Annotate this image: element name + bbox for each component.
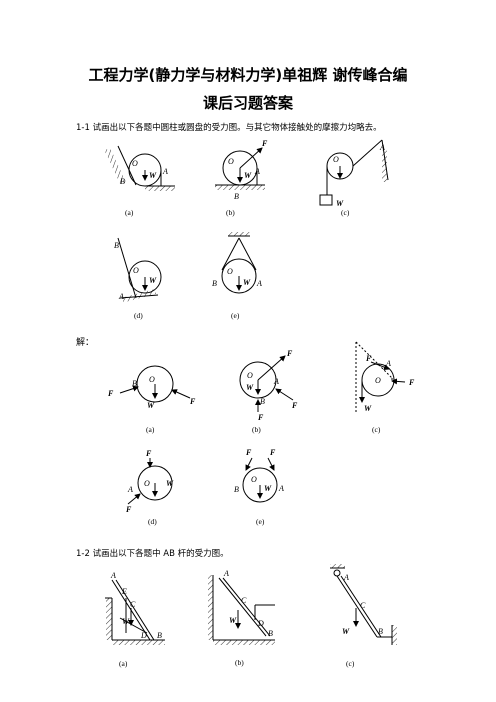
label-W: W bbox=[243, 278, 251, 287]
caption-e: (e) bbox=[231, 311, 240, 320]
label-W: W bbox=[342, 627, 350, 636]
label-W: W bbox=[149, 276, 157, 285]
label-FA: F bbox=[125, 505, 132, 514]
caption-sol-c: (c) bbox=[372, 425, 381, 434]
problem-1-1-d-figure bbox=[117, 237, 162, 303]
label-A: A bbox=[256, 279, 262, 288]
label-A: A bbox=[343, 573, 349, 582]
label-FB: F bbox=[107, 389, 114, 398]
problem-1-2-a-figure bbox=[105, 579, 165, 645]
caption-sol-b: (b) bbox=[252, 425, 261, 434]
label-C: C bbox=[130, 600, 136, 609]
label-O: O bbox=[144, 479, 150, 488]
label-O: O bbox=[375, 376, 381, 385]
label-O: O bbox=[228, 157, 234, 166]
label-C: C bbox=[360, 601, 366, 610]
problem-1-2-c-figure bbox=[330, 564, 397, 645]
label-B: B bbox=[114, 241, 119, 250]
problem-1-1-b-figure bbox=[215, 147, 265, 190]
label-B: B bbox=[268, 629, 273, 638]
label-A: A bbox=[273, 377, 279, 386]
label-W: W bbox=[264, 484, 272, 493]
caption-sol-a: (a) bbox=[146, 425, 155, 434]
label-W: W bbox=[364, 404, 372, 413]
label-F: F bbox=[365, 354, 372, 363]
problem-1-1-e-figure bbox=[221, 232, 257, 294]
caption-sol-e: (e) bbox=[256, 517, 265, 526]
caption-d: (d) bbox=[134, 311, 143, 320]
label-A: A bbox=[162, 167, 168, 176]
label-FA: F bbox=[408, 378, 415, 387]
problem-1-2-b-figure bbox=[208, 575, 275, 645]
document-subtitle: 课后习题答案 bbox=[202, 94, 293, 112]
label-A: A bbox=[110, 571, 116, 580]
label-O: O bbox=[247, 371, 253, 380]
label-F: F bbox=[261, 139, 268, 148]
label-FB: F bbox=[145, 449, 152, 458]
solution-c-figure bbox=[355, 341, 406, 412]
label-D: D bbox=[140, 631, 147, 640]
caption-1-2-a: (a) bbox=[119, 659, 128, 668]
label-FA: F bbox=[291, 401, 298, 410]
label-W: W bbox=[229, 616, 237, 625]
caption-sol-d: (d) bbox=[148, 517, 157, 526]
label-D: D bbox=[257, 619, 264, 628]
label-W: W bbox=[244, 171, 252, 180]
caption-1-2-c: (c) bbox=[346, 659, 355, 668]
solution-e-figure bbox=[242, 457, 278, 503]
label-A: A bbox=[385, 359, 391, 368]
label-FB: F bbox=[257, 413, 264, 422]
label-B: B bbox=[212, 279, 217, 288]
problem-1-2-text: 1-2 试画出以下各题中 AB 杆的受力图。 bbox=[76, 549, 229, 559]
problem-1-1-a-figure bbox=[104, 145, 175, 191]
label-B: B bbox=[157, 631, 162, 640]
label-O: O bbox=[333, 155, 339, 164]
label-B: B bbox=[234, 192, 239, 201]
label-E: E bbox=[121, 587, 127, 596]
label-F: F bbox=[286, 349, 293, 358]
document-title: 工程力学(静力学与材料力学)单祖辉 谢传峰合编 bbox=[88, 66, 408, 84]
label-B: B bbox=[120, 177, 125, 186]
label-O: O bbox=[149, 375, 155, 384]
label-W: W bbox=[246, 383, 254, 392]
label-W: W bbox=[166, 479, 174, 488]
problem-1-1-text: 1-1 试画出以下各题中圆柱或圆盘的受力图。与其它物体接触处的摩擦力均略去。 bbox=[76, 123, 382, 133]
solution-d-figure bbox=[127, 458, 173, 505]
caption-a: (a) bbox=[125, 208, 134, 217]
label-O: O bbox=[133, 266, 139, 275]
label-O: O bbox=[251, 475, 257, 484]
label-FA: F bbox=[189, 397, 196, 406]
label-A: A bbox=[223, 569, 229, 578]
label-W: W bbox=[149, 171, 157, 180]
label-W: W bbox=[147, 401, 155, 410]
label-FA: F bbox=[269, 448, 276, 457]
caption-1-2-b: (b) bbox=[235, 658, 244, 667]
solution-label: 解： bbox=[76, 338, 95, 348]
problem-1-1-c-figure bbox=[319, 139, 389, 206]
solution-b-figure bbox=[239, 355, 294, 412]
label-A: A bbox=[379, 143, 385, 152]
label-FB: F bbox=[245, 448, 252, 457]
label-B: B bbox=[234, 485, 239, 494]
caption-c: (c) bbox=[341, 208, 350, 217]
label-A: A bbox=[127, 485, 133, 494]
label-W: W bbox=[122, 617, 130, 626]
label-A: A bbox=[278, 484, 284, 493]
label-A: A bbox=[118, 292, 124, 301]
label-C: C bbox=[241, 596, 247, 605]
label-O: O bbox=[227, 267, 233, 276]
label-W: W bbox=[336, 199, 344, 208]
label-B: B bbox=[260, 397, 265, 406]
label-B: B bbox=[132, 379, 137, 388]
label-A: A bbox=[254, 167, 260, 176]
label-O: O bbox=[132, 159, 138, 168]
caption-b: (b) bbox=[226, 208, 235, 217]
solution-a-figure bbox=[119, 365, 191, 403]
label-B: B bbox=[378, 627, 383, 636]
